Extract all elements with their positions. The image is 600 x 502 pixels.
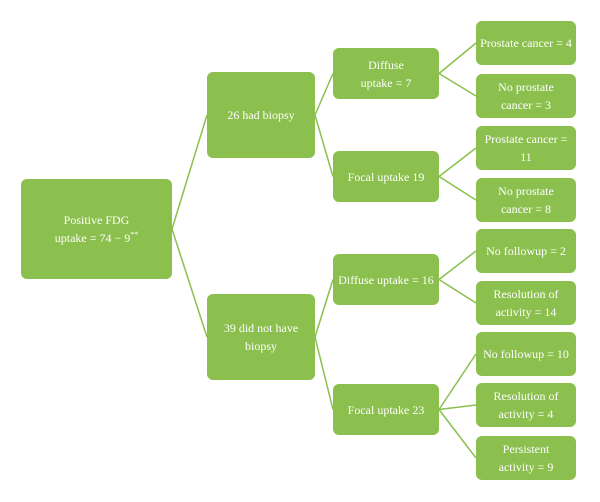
connector-root-to-no_biopsy <box>171 228 208 338</box>
no-biopsy-diffuse-uptake-node: Diffuse uptake = 16 <box>333 254 439 305</box>
no-biopsy-diffuse-uptake-label: Diffuse uptake = 16 <box>338 272 434 287</box>
connector-b_diffuse-to-bd_cancer <box>438 42 477 75</box>
leaf-prostate-cancer-4-label: Prostate cancer = 4 <box>480 36 572 50</box>
connector-biopsy-to-b_diffuse <box>314 73 334 116</box>
leaf-no-followup-2-label: No followup = 2 <box>486 244 566 258</box>
root-node-label: Positive FDG uptake = 74 − 9 <box>54 213 131 245</box>
leaf-resolution-of-activity-14-label: Resolution of activity = 14 <box>493 287 559 319</box>
leaf-resolution-of-activity-14: Resolution of activity = 14 <box>476 281 576 325</box>
connector-b_focal-to-bf_no_cancer <box>438 175 477 201</box>
leaf-persistent-activity-9: Persistent activity = 9 <box>476 436 576 480</box>
leaf-no-prostate-cancer-3-label: No prostate cancer = 3 <box>498 80 554 112</box>
biopsy-diffuse-uptake-node: Diffuse uptake = 7 <box>333 48 439 99</box>
biopsy-diffuse-uptake-label: Diffuse uptake = 7 <box>360 57 412 90</box>
no-biopsy-focal-uptake-label: Focal uptake 23 <box>347 402 425 417</box>
leaf-persistent-activity-9-label: Persistent activity = 9 <box>498 442 554 474</box>
connector-nb_diffuse-to-nd_resolution <box>438 278 477 304</box>
no-biopsy-node: 39 did not have biopsy <box>207 294 315 380</box>
root-node-footnote-mark: ** <box>130 230 139 239</box>
leaf-prostate-cancer-11: Prostate cancer = 11 <box>476 126 576 170</box>
biopsy-focal-uptake-label: Focal uptake 19 <box>347 169 425 184</box>
leaf-no-followup-10: No followup = 10 <box>476 332 576 376</box>
connector-root-to-biopsy <box>171 114 208 230</box>
connector-nb_focal-to-nf_persistent <box>438 409 477 459</box>
leaf-resolution-of-activity-4-label: Resolution of activity = 4 <box>493 389 559 421</box>
connector-nb_diffuse-to-nd_no_followup <box>438 250 477 281</box>
biopsy-focal-uptake-node: Focal uptake 19 <box>333 151 439 202</box>
leaf-no-followup-2: No followup = 2 <box>476 229 576 273</box>
leaf-no-prostate-cancer-3: No prostate cancer = 3 <box>476 74 576 118</box>
leaf-prostate-cancer-11-label: Prostate cancer = 11 <box>484 132 568 164</box>
connector-biopsy-to-b_focal <box>314 114 334 177</box>
leaf-prostate-cancer-4: Prostate cancer = 4 <box>476 21 576 65</box>
no-biopsy-node-label: 39 did not have biopsy <box>223 321 299 353</box>
leaf-no-followup-10-label: No followup = 10 <box>483 347 569 361</box>
leaf-no-prostate-cancer-8-label: No prostate cancer = 8 <box>498 184 554 216</box>
leaf-no-prostate-cancer-8: No prostate cancer = 8 <box>476 178 576 222</box>
connector-b_diffuse-to-bd_no_cancer <box>438 72 477 97</box>
connector-nb_focal-to-nf_no_followup <box>438 353 477 410</box>
leaf-resolution-of-activity-4: Resolution of activity = 4 <box>476 383 576 427</box>
biopsy-node-label: 26 had biopsy <box>227 108 295 122</box>
connector-no_biopsy-to-nb_diffuse <box>314 279 334 338</box>
connector-nb_focal-to-nf_resolution <box>438 404 477 411</box>
root-node-positive-fdg-uptake: Positive FDG uptake = 74 − 9** <box>21 179 172 279</box>
biopsy-node: 26 had biopsy <box>207 72 315 158</box>
connector-no_biopsy-to-nb_focal <box>314 336 334 410</box>
no-biopsy-focal-uptake-node: Focal uptake 23 <box>333 384 439 435</box>
connector-b_focal-to-bf_cancer <box>438 147 477 178</box>
